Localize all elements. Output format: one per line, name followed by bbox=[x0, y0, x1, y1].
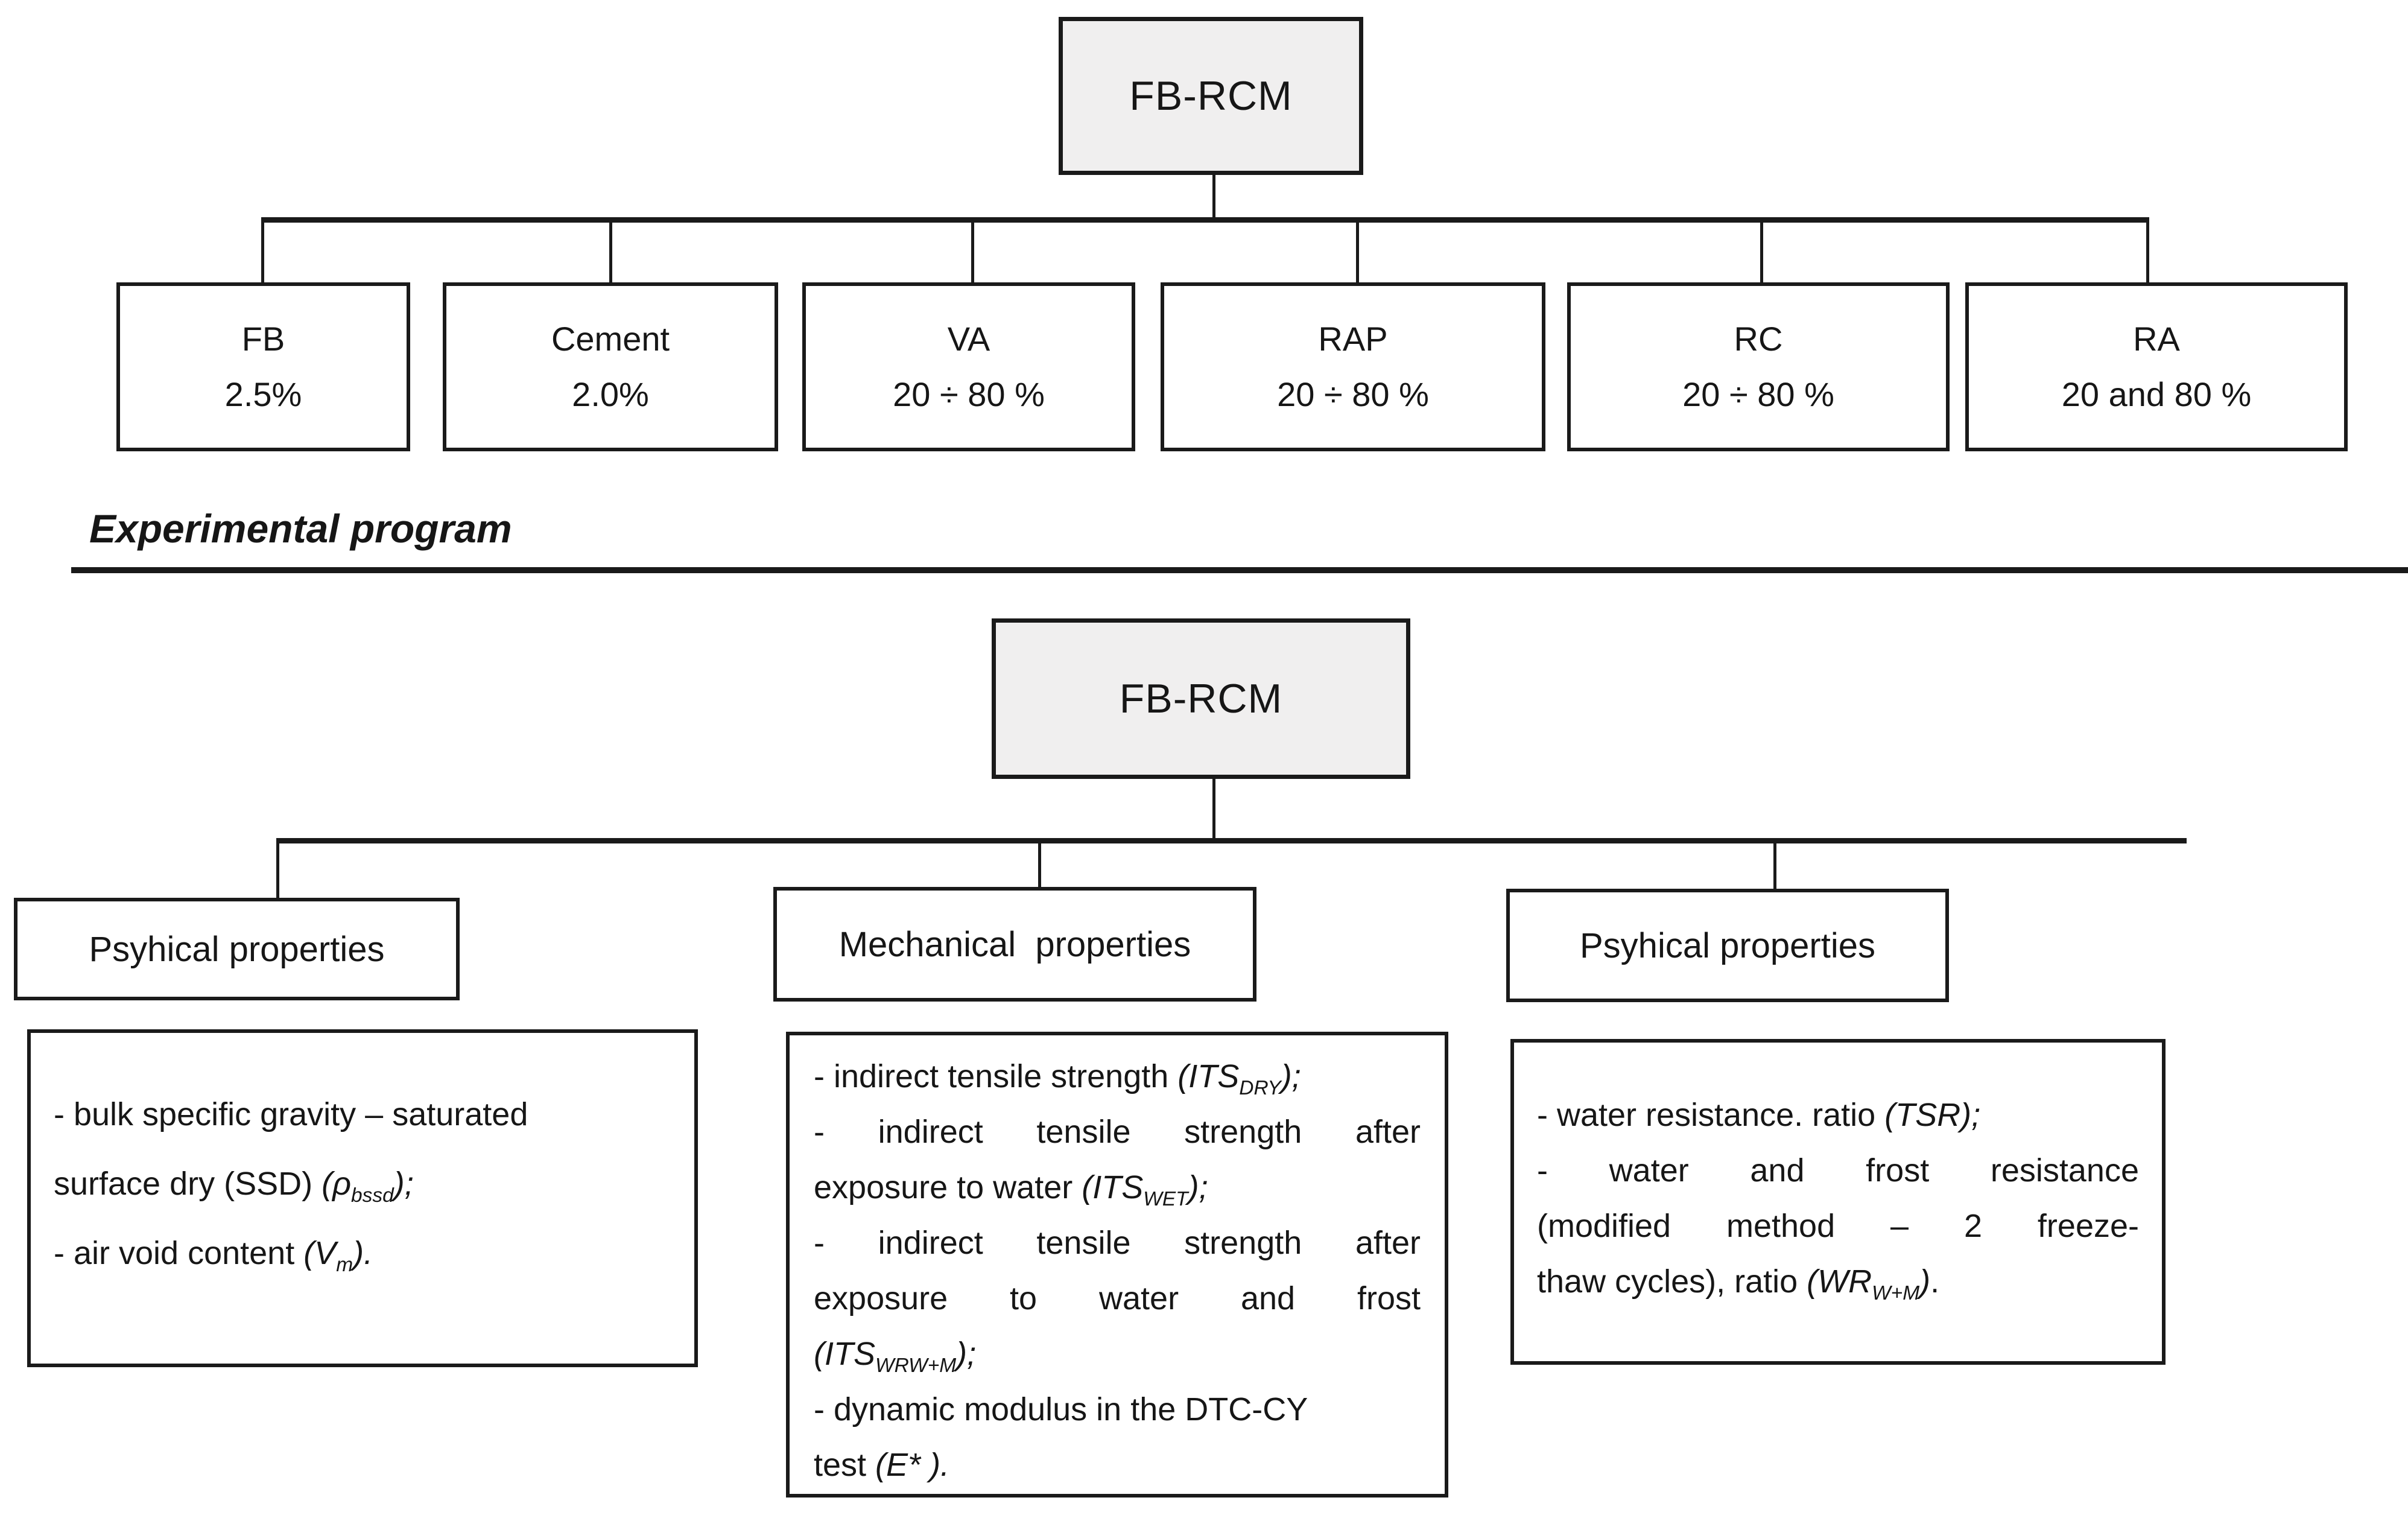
program-root-label: FB-RCM bbox=[1119, 676, 1283, 722]
branch-title: Psyhical properties bbox=[89, 929, 385, 969]
connector-stub-physical-right bbox=[1773, 843, 1776, 890]
component-value: 2.0% bbox=[572, 375, 649, 413]
branch-details-physical-right: - water resistance. ratio (TSR);- water … bbox=[1510, 1039, 2166, 1365]
connector-stub-fb bbox=[261, 223, 264, 282]
connector-stub-rc bbox=[1760, 223, 1763, 282]
connector-program-drop bbox=[1212, 779, 1215, 839]
branch-header-physical-right: Psyhical properties bbox=[1506, 889, 1949, 1002]
connector-stub-ra bbox=[2146, 223, 2149, 282]
component-box-va: VA 20 ÷ 80 % bbox=[802, 282, 1135, 451]
branch-details-mechanical: - indirect tensile strength (ITSDRY);- i… bbox=[786, 1032, 1448, 1498]
component-name: RA bbox=[2133, 320, 2180, 358]
composition-root-box: FB-RCM bbox=[1059, 17, 1363, 175]
component-name: Cement bbox=[551, 320, 670, 358]
branch-title: Psyhical properties bbox=[1580, 926, 1875, 965]
component-value: 20 ÷ 80 % bbox=[1277, 375, 1429, 413]
component-value: 20 ÷ 80 % bbox=[1682, 375, 1834, 413]
component-box-fb: FB 2.5% bbox=[116, 282, 410, 451]
composition-root-label: FB-RCM bbox=[1129, 73, 1293, 119]
connector-program-bar bbox=[276, 838, 2187, 843]
connector-stub-va bbox=[971, 223, 974, 282]
component-value: 20 ÷ 80 % bbox=[893, 375, 1045, 413]
branch-header-physical-left: Psyhical properties bbox=[14, 898, 460, 1000]
connector-top-bar bbox=[261, 217, 2149, 223]
connector-stub-cement bbox=[609, 223, 612, 282]
component-box-ra: RA 20 and 80 % bbox=[1965, 282, 2348, 451]
component-name: RC bbox=[1734, 320, 1783, 358]
connector-stub-rap bbox=[1356, 223, 1359, 282]
connector-stub-physical-left bbox=[276, 843, 279, 899]
section-rule bbox=[71, 567, 2408, 573]
connector-stub-mechanical bbox=[1038, 843, 1041, 888]
branch-header-mechanical: Mechanical properties bbox=[773, 887, 1256, 1002]
component-box-cement: Cement 2.0% bbox=[443, 282, 778, 451]
component-name: VA bbox=[947, 320, 990, 358]
component-name: FB bbox=[241, 320, 285, 358]
component-value: 20 and 80 % bbox=[2061, 375, 2252, 413]
program-root-box: FB-RCM bbox=[992, 618, 1410, 779]
component-name: RAP bbox=[1318, 320, 1388, 358]
section-title: Experimental program bbox=[89, 506, 512, 551]
component-box-rap: RAP 20 ÷ 80 % bbox=[1161, 282, 1545, 451]
connector-root-drop bbox=[1212, 175, 1215, 218]
component-value: 2.5% bbox=[224, 375, 302, 413]
branch-title: Mechanical properties bbox=[838, 924, 1191, 964]
component-box-rc: RC 20 ÷ 80 % bbox=[1567, 282, 1950, 451]
